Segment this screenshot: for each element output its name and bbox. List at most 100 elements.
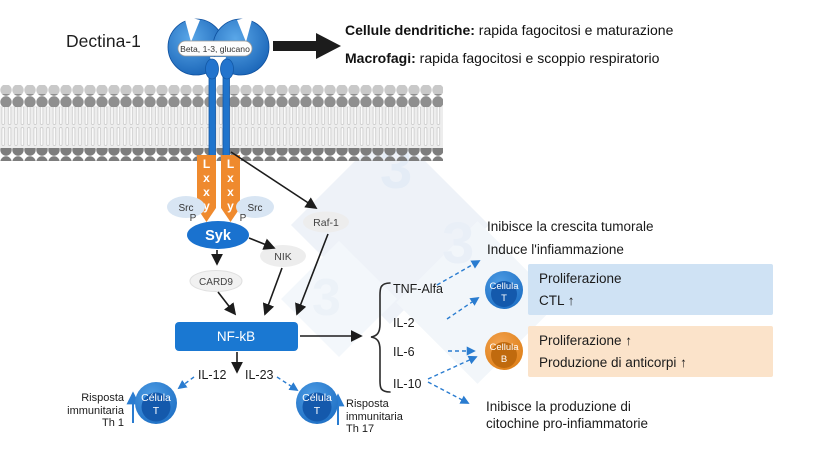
outcome-inflammation: Induce l'infiammazione [487,242,624,257]
cells: Célula T Célula T Cellula T Cellula B [135,271,523,424]
ligand-label: Beta, 1-3, glucano [180,44,250,54]
itam-letter: x [227,171,234,185]
b-cell-antibodies: Produzione di anticorpi ↑ [539,354,687,370]
dashed-arrow-il2-to-tcell [446,296,480,320]
th1-line3: Th 1 [101,417,124,429]
t-cell-effector-label: Cellula [489,281,519,292]
src-label: Src [248,203,263,214]
receptor-notch [237,16,253,42]
receptor-effects-arrow [273,33,341,59]
nik-node [260,245,306,267]
itam-motifs: L x x y L x x y [197,155,240,222]
src-label: Src [179,203,194,214]
b-cell-label: Cellula [489,342,519,353]
arrow-raf1-to-nfkb [295,233,329,316]
nik-label: NIK [274,251,292,263]
itam-letters: L x x y L x x y [203,157,234,213]
nfkb-label: NF-kB [217,329,255,344]
receptor-neck-knob [220,58,234,80]
dendritic-cells-line: Cellule dendritiche: rapida fagocitosi e… [345,16,795,44]
th1-line1: Risposta [81,392,124,404]
card9-label: CARD9 [199,277,233,288]
il6-label: IL-6 [393,345,415,359]
itam-letter: y [203,199,210,213]
dendritic-cells-term: Cellule dendritiche: [345,22,475,38]
arrow-receptor-to-raf1 [230,151,318,209]
itam-letter: y [227,199,234,213]
membrane-inner-heads [0,148,443,161]
dashed-arrow-il12-to-tcell [177,376,195,390]
dashed-arrow-il10-to-bcell [427,355,478,380]
receptor-neck-knob [205,58,219,80]
arrow-syk-to-nik [248,237,276,250]
th17-line2: immunitaria [346,410,403,423]
watermark-3-glyph: 3 [312,269,341,327]
dashed-arrow-tnf [436,260,481,286]
th17-response-label: Risposta immunitaria Th 17 [346,398,438,436]
il2-label: IL-2 [393,316,415,330]
t-cell-right-label: Célula [302,392,332,404]
receptor-name-label: Dectina-1 [66,31,141,51]
raf1-label: Raf-1 [313,217,339,229]
cytokine-inhibition-line1: Inibisce la produzione di [486,399,631,414]
cytokine-labels: TNF-Alfa IL-2 IL-6 IL-10 IL-12 IL-23 [198,282,443,391]
dectin1-receptor: Beta, 1-3, glucano [167,16,270,157]
membrane-tails-upper [0,107,443,128]
outcome-tumor-inhibition: Inibisce la crescita tumorale [487,219,654,234]
b-cell-proliferation: Proliferazione ↑ [539,333,633,348]
raf1-node [303,211,349,233]
ligand-pill [177,40,253,57]
dashed-arrows [177,260,481,404]
itam-letter: x [203,171,210,185]
card9-node [189,270,243,292]
t-cell-proliferation: Proliferazione [539,271,622,286]
il23-label: IL-23 [245,368,274,382]
dendritic-cells-effect: rapida fagocitosi e maturazione [474,22,674,38]
receptor-stalk [208,73,216,157]
t-cell-right: Célula T [296,382,338,424]
itam-letter: x [227,185,234,199]
cell-membrane [0,85,443,161]
phospho-label: P [190,213,197,224]
pathway-arrows [211,151,363,374]
th17-line1: Risposta [346,398,389,410]
itam-letter: L [227,157,234,171]
t-cell-effector: Cellula T [485,271,523,309]
dashed-arrow-il23-to-tcell [276,376,299,391]
t-cell-outcome-box: Proliferazione CTL ↑ [528,264,773,315]
t-cell-effector-letter: T [501,293,507,304]
t-cell-left: Célula T [135,382,177,424]
macrophages-line: Macrofagi: rapida fagocitosi e scoppio r… [345,44,795,72]
arrow-nik-to-nfkb [262,267,283,316]
src-node-right [236,196,274,218]
itam-bar-right [221,155,240,222]
t-cell-right-letter: T [314,405,321,417]
cytokine-inhibition-line2: citochine pro-infiammatorie [486,415,649,431]
b-cell-letter: B [501,354,507,365]
t-cell-left-label: Célula [141,392,171,404]
il10-label: IL-10 [393,377,422,391]
src-node-left [167,196,205,218]
macrophages-effect: rapida fagocitosi e scoppio respiratorio [415,50,660,66]
th1-line2: immunitaria [67,404,124,417]
watermark-3-glyph: 3 [442,211,475,276]
effects-header: Cellule dendritiche: rapida fagocitosi e… [345,16,795,72]
nfkb-node [175,322,298,351]
itam-letter: L [203,157,210,171]
b-cell: Cellula B [485,332,523,370]
receptor-notch [184,16,200,42]
tnf-alfa-label: TNF-Alfa [393,282,443,296]
macrophages-term: Macrofagi: [345,50,416,66]
itam-letter: x [203,185,210,199]
membrane-outer-heads [0,94,443,107]
dashed-arrow-il10-to-inhibition [427,381,470,404]
th1-response-label: Risposta immunitaria Th 1 [50,392,124,430]
signaling-nodes: Src Src P P Syk Raf-1 NIK CARD9 NF-kB [167,196,349,351]
outcome-cytokine-inhibition: Inibisce la produzione di citochine pro-… [486,399,648,432]
membrane-tails-lower [0,128,443,149]
response-arrows [126,391,345,425]
arrow-card9-to-nfkb [217,291,237,316]
il12-label: IL-12 [198,368,227,382]
